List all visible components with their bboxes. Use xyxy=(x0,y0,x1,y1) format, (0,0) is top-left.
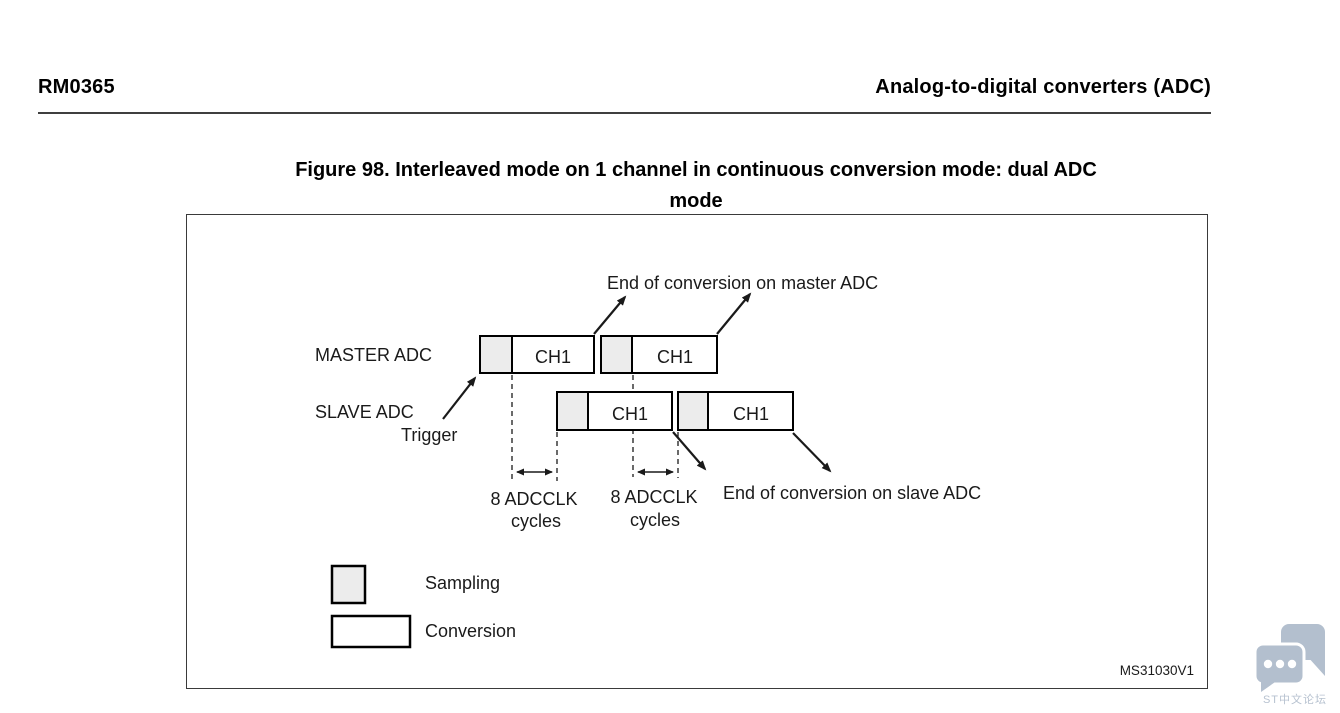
slave-conversion-box-2 xyxy=(707,391,794,431)
adcclk-label-2: 8 ADCCLK xyxy=(610,487,697,507)
figure-caption-line2: mode xyxy=(669,190,723,212)
legend-sampling-label: Sampling xyxy=(425,573,500,593)
legend-conversion-label: Conversion xyxy=(425,621,516,641)
eoc-master-label: End of conversion on master ADC xyxy=(607,273,878,293)
figure-reference-code: MS31030V1 xyxy=(1120,663,1194,678)
ch1-label-slave-1: CH1 xyxy=(612,404,648,424)
ch1-label-master-2: CH1 xyxy=(657,347,693,367)
eoc-slave-label: End of conversion on slave ADC xyxy=(723,483,981,503)
figure-caption: Figure 98. Interleaved mode on 1 channel… xyxy=(185,155,1207,217)
st-forum-watermark: ST中文论坛 xyxy=(1249,620,1340,707)
eoc-master-arrow-1 xyxy=(593,295,627,335)
figure-caption-line1: Figure 98. Interleaved mode on 1 channel… xyxy=(295,159,1097,181)
cycles-label-2: cycles xyxy=(630,510,680,530)
master-conversion-box-2 xyxy=(631,335,718,374)
watermark-label: ST中文论坛 xyxy=(1262,694,1328,706)
legend-conversion-swatch xyxy=(330,614,412,649)
eoc-slave-arrow-2 xyxy=(792,432,832,473)
cycles-label-1: cycles xyxy=(511,511,561,531)
ch1-label-slave-2: CH1 xyxy=(733,404,769,424)
eoc-master-arrow-2 xyxy=(716,292,752,335)
header-divider xyxy=(38,112,1211,114)
master-conversion-box-1 xyxy=(511,335,595,374)
slave-sampling-box-1 xyxy=(556,391,589,431)
master-sampling-box-1 xyxy=(479,335,513,374)
page-header: RM0365 Analog-to-digital converters (ADC… xyxy=(38,76,1211,99)
slave-adc-label: SLAVE ADC xyxy=(315,402,414,422)
figure-frame: MASTER ADC SLAVE ADC Trigger CH1 CH1 CH1… xyxy=(186,214,1208,689)
slave-sampling-box-2 xyxy=(677,391,709,431)
slave-conversion-box-1 xyxy=(587,391,673,431)
trigger-label: Trigger xyxy=(401,425,457,445)
master-sampling-box-2 xyxy=(600,335,633,374)
chat-bubbles-icon xyxy=(1253,624,1325,692)
chapter-title: Analog-to-digital converters (ADC) xyxy=(875,76,1211,98)
timing-diagram: MASTER ADC SLAVE ADC Trigger CH1 CH1 CH1… xyxy=(315,273,1194,678)
legend-sampling-swatch xyxy=(330,564,367,605)
ch1-label-master-1: CH1 xyxy=(535,347,571,367)
master-adc-label: MASTER ADC xyxy=(315,345,432,365)
adcclk-label-1: 8 ADCCLK xyxy=(490,489,577,509)
trigger-arrow xyxy=(442,376,477,420)
eoc-slave-arrow-1 xyxy=(672,431,707,471)
document-id: RM0365 xyxy=(38,76,115,98)
